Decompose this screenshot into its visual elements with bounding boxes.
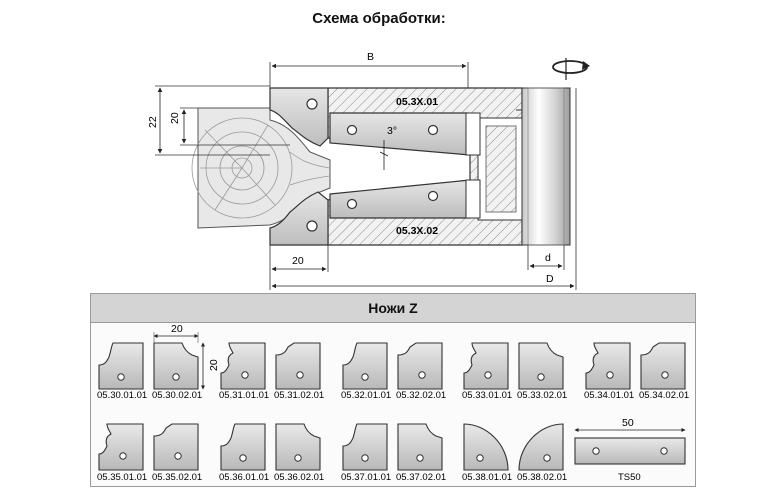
knife-code: 05.33.02.01 (517, 390, 567, 401)
dim-d-label: d (545, 252, 551, 264)
knives-panel: Ножи Z (90, 293, 696, 487)
knife-code: TS50 (618, 472, 641, 483)
dim-D-label: D (546, 273, 554, 285)
knife-code: 05.34.01.01 (584, 390, 634, 401)
dim-20-left-label: 20 (169, 112, 181, 124)
knife-05.37.02.01-shape (397, 423, 443, 471)
profile-knife-bottom (269, 191, 329, 246)
knife-05.37.01.01-shape (342, 423, 388, 471)
knife-code: 05.37.02.01 (396, 472, 446, 483)
knife-bottom-code: 05.3X.02 (396, 225, 438, 237)
knives-header: Ножи Z (91, 294, 695, 323)
knife-05.32.01.01-shape (342, 342, 388, 390)
dim-b-label: B (367, 51, 374, 63)
knife-code: 05.35.01.01 (97, 472, 147, 483)
knives-grid: 20 20 05.30.01.01 05.30.02.01 05.31.01.0… (97, 323, 689, 483)
shaft (521, 87, 571, 246)
knife-05.31.02.01-shape (275, 342, 321, 390)
knife-dim-width: 20 (171, 323, 183, 335)
knife-code: 05.35.02.01 (152, 472, 202, 483)
knife-05.35.02.01-shape (153, 423, 199, 471)
dim-20-bottom-label: 20 (292, 255, 304, 267)
knife-05.31.01.01-shape (220, 342, 266, 390)
knife-05.33.02.01-shape (518, 342, 564, 390)
knife-code: 05.34.02.01 (639, 390, 689, 401)
knife-code: 05.38.01.01 (462, 472, 512, 483)
knife-05.38.01.01-shape (463, 423, 509, 471)
knife-05.30.02.01-shape (153, 342, 199, 390)
knife-code: 05.32.01.01 (341, 390, 391, 401)
knife-code: 05.31.01.01 (219, 390, 269, 401)
knife-05.38.02.01-shape (518, 423, 564, 471)
knife-dim-ts: 50 (622, 417, 634, 429)
knife-05.36.02.01-shape (275, 423, 321, 471)
knife-05.35.01.01-shape (98, 423, 144, 471)
knife-code: 05.37.01.01 (341, 472, 391, 483)
knife-code: 05.36.02.01 (274, 472, 324, 483)
knife-code: 05.30.02.01 (152, 390, 202, 401)
knife-ts50-shape (574, 437, 686, 465)
rotation-direction-icon (552, 58, 590, 80)
knife-code: 05.32.02.01 (396, 390, 446, 401)
knife-05.34.01.01-shape (585, 342, 631, 390)
knife-code: 05.36.01.01 (219, 472, 269, 483)
knife-code: 05.31.02.01 (274, 390, 324, 401)
knife-top-code: 05.3X.01 (396, 96, 438, 108)
page-title: Схема обработки: (312, 10, 446, 27)
processing-scheme-diagram: 05.3X.01 05.3X.02 3° B 22 20 20 d D (147, 51, 590, 290)
knife-05.33.01.01-shape (463, 342, 509, 390)
angle-label: 3° (387, 125, 397, 137)
knife-code: 05.30.01.01 (97, 390, 147, 401)
workpiece-wood (191, 107, 331, 229)
knife-05.36.01.01-shape (220, 423, 266, 471)
knife-code: 05.38.02.01 (517, 472, 567, 483)
knife-dim-height: 20 (208, 359, 220, 371)
knife-05.30.01.01-shape (98, 342, 144, 390)
knife-05.32.02.01-shape (397, 342, 443, 390)
knife-code: 05.33.01.01 (462, 390, 512, 401)
knife-05.34.02.01-shape (640, 342, 686, 390)
dim-22-label: 22 (147, 116, 159, 128)
